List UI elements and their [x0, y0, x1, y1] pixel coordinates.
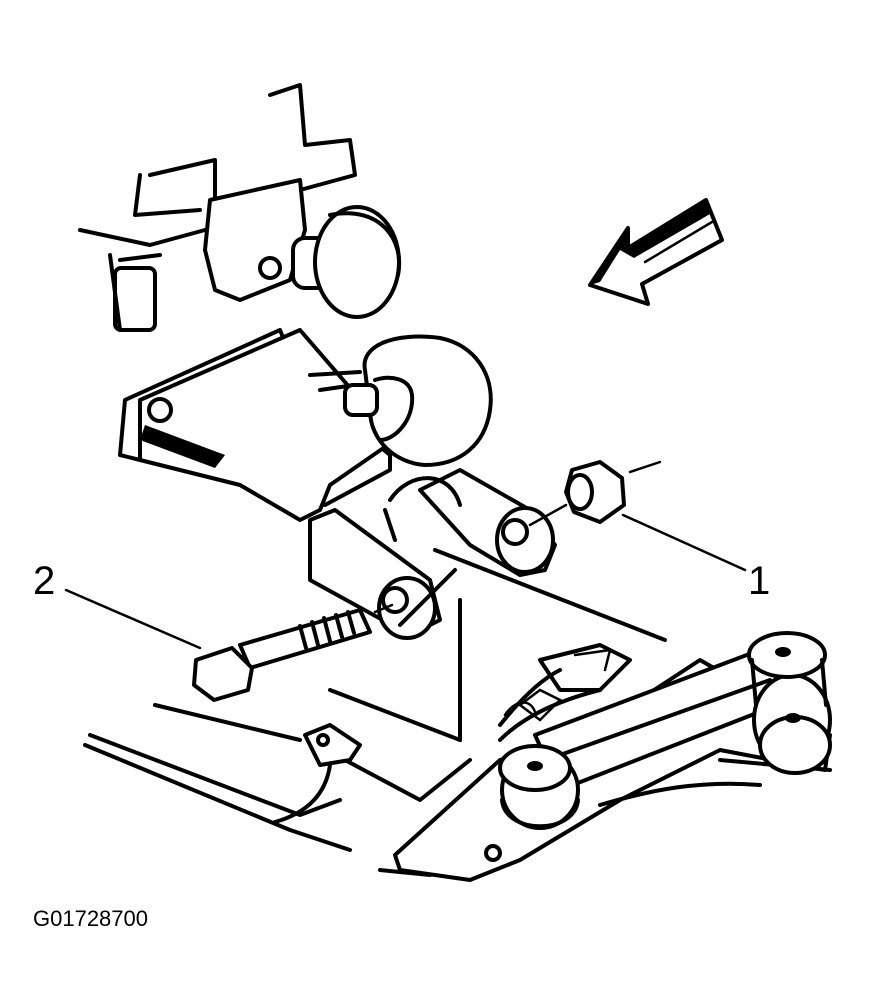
engine-mount — [118, 328, 493, 522]
mount-nut — [528, 460, 662, 527]
mount-ears — [308, 468, 557, 640]
callout-1-leader — [621, 513, 747, 572]
engine-bracket — [78, 83, 402, 332]
callout-2-label: 2 — [33, 559, 55, 603]
callout-2-leader — [64, 588, 202, 650]
lower-control-arm — [484, 631, 832, 862]
callout-1-label: 1 — [748, 559, 770, 603]
mount-bolt — [192, 603, 394, 702]
figure-id: G01728700 — [33, 906, 148, 931]
direction-arrow-icon — [588, 198, 724, 306]
wiring-harness — [273, 643, 632, 824]
